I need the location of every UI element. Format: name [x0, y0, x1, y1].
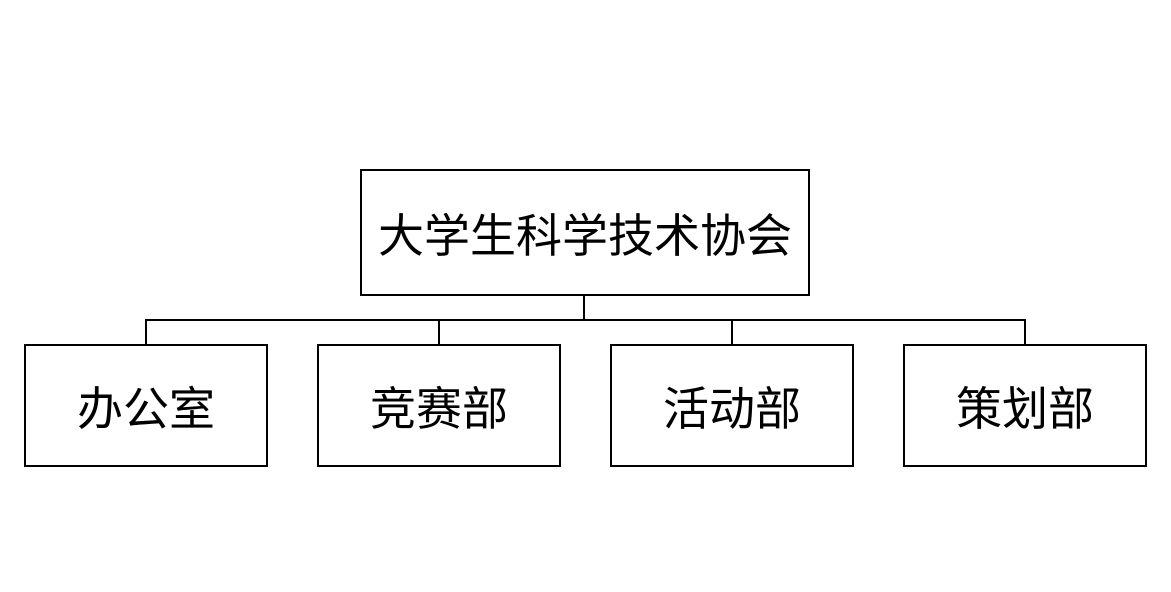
child-node-label: 办公室: [77, 381, 215, 436]
child-node-label: 策划部: [956, 381, 1094, 436]
child-connector-3: [1024, 319, 1026, 345]
child-node-label: 竞赛部: [370, 381, 508, 436]
root-node-label: 大学生科学技术协会: [378, 208, 792, 263]
child-node-office: 办公室: [24, 344, 268, 467]
root-stem-connector: [583, 296, 585, 320]
child-node-label: 活动部: [663, 381, 801, 436]
child-node-activity: 活动部: [610, 344, 854, 467]
child-node-planning: 策划部: [903, 344, 1147, 467]
child-connector-0: [145, 319, 147, 345]
horizontal-bus-connector: [145, 319, 1026, 321]
child-connector-1: [438, 319, 440, 345]
child-node-competition: 竞赛部: [317, 344, 561, 467]
child-connector-2: [731, 319, 733, 345]
root-node: 大学生科学技术协会: [360, 169, 810, 296]
